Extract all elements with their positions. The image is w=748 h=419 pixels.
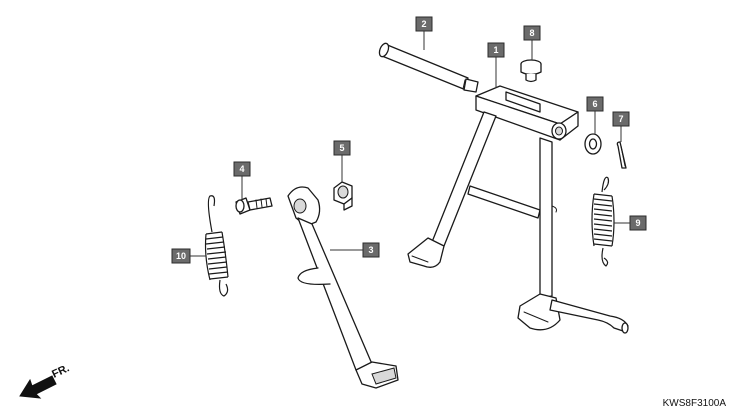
part-stopper-rubber	[520, 59, 542, 83]
part-pivot-shaft	[378, 42, 479, 93]
part-main-stand	[407, 85, 629, 334]
part-side-stand	[287, 186, 399, 389]
callout-6-label: 6	[592, 99, 597, 109]
callout-8-label: 8	[529, 28, 534, 38]
callout-6: 6	[586, 96, 604, 112]
front-arrow-icon	[19, 375, 57, 399]
callout-5: 5	[333, 140, 351, 156]
drawing-code: KWS8F3100A	[662, 398, 726, 409]
callout-5-label: 5	[339, 143, 344, 153]
callout-1: 1	[487, 42, 505, 58]
callout-8: 8	[523, 25, 541, 41]
callout-4: 4	[233, 161, 251, 177]
front-direction-indicator: FR.	[19, 362, 71, 399]
callout-7-label: 7	[618, 114, 623, 124]
part-washer	[584, 133, 602, 155]
callout-9-label: 9	[635, 218, 640, 228]
callout-9: 9	[629, 215, 647, 231]
callout-10-label: 10	[176, 251, 186, 261]
callout-1-label: 1	[493, 45, 498, 55]
front-direction-label: FR.	[50, 362, 71, 380]
callout-2-label: 2	[421, 19, 426, 29]
part-side-stand-spring	[204, 195, 229, 297]
callout-7: 7	[612, 111, 630, 127]
part-bolt	[235, 197, 273, 215]
part-nut	[333, 181, 353, 211]
part-cotter-pin	[616, 141, 627, 169]
callout-10: 10	[171, 248, 191, 264]
callout-4-label: 4	[239, 164, 244, 174]
part-main-stand-spring	[591, 176, 615, 267]
callout-3-label: 3	[368, 245, 373, 255]
leader-lines	[190, 31, 630, 257]
callout-3: 3	[362, 242, 380, 258]
callout-2: 2	[415, 16, 433, 32]
